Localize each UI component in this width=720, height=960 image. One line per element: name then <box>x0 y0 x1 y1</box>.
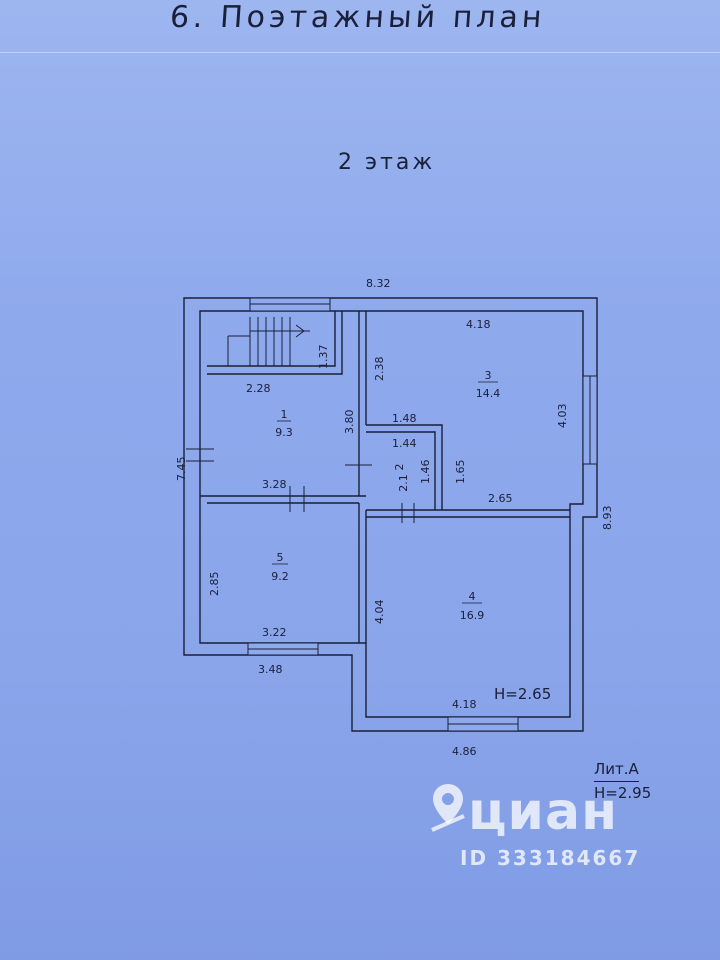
room-1-area: 9.3 <box>275 426 293 439</box>
dim-380: 3.80 <box>343 410 356 435</box>
dim-148: 1.48 <box>392 412 417 425</box>
stair-wall <box>207 311 336 367</box>
watermark-brand: циан <box>468 782 618 842</box>
room-4-number: 4 <box>469 590 476 603</box>
dim-165: 1.65 <box>454 460 467 485</box>
dim-404: 4.04 <box>373 600 386 625</box>
floor-label: 2 этаж <box>338 150 436 175</box>
dim-418-top: 4.18 <box>466 318 491 331</box>
dim-238: 2.38 <box>373 357 386 382</box>
dim-overall-depth-left: 7.45 <box>175 457 188 482</box>
room-5-number: 5 <box>277 551 284 564</box>
dim-328: 3.28 <box>262 478 287 491</box>
outer-wall <box>183 297 598 732</box>
dim-265: 2.65 <box>488 492 513 505</box>
room-2-number: 2 <box>393 464 406 471</box>
outer-wall-inner <box>199 310 584 718</box>
room-4-area: 16.9 <box>460 609 485 622</box>
plan-walls <box>183 297 598 732</box>
dim-418-bottom: 4.18 <box>452 698 477 711</box>
dim-285: 2.85 <box>208 572 221 597</box>
staircase <box>227 317 310 366</box>
doors <box>186 448 415 523</box>
dim-403: 4.03 <box>556 404 569 429</box>
location-pin-icon <box>431 784 465 832</box>
lit-stamp: Лит.А H=2.95 <box>594 758 651 804</box>
room-5-area: 9.2 <box>271 570 289 583</box>
room-1-number: 1 <box>281 408 288 421</box>
dim-322: 3.22 <box>262 626 287 639</box>
dim-overall-depth-right: 8.93 <box>601 506 614 531</box>
stair-wall-b <box>207 311 343 375</box>
room-height: H=2.65 <box>494 685 551 703</box>
lit-label: Лит.А <box>594 758 639 782</box>
dimension-labels: 8.32 7.45 8.93 3.48 4.86 4.18 2.38 1.37 … <box>175 277 614 758</box>
lit-height: H=2.95 <box>594 784 652 802</box>
dim-228: 2.28 <box>246 382 271 395</box>
sheet-edge <box>0 52 720 93</box>
dim-146: 1.46 <box>419 460 432 485</box>
dim-144: 1.44 <box>392 437 417 450</box>
dim-137: 1.37 <box>317 345 330 370</box>
room-3-number: 3 <box>485 369 492 382</box>
room2-wall-inner <box>366 431 436 510</box>
room2-wall <box>366 424 443 510</box>
room-labels: 1 9.3 2 2.1 3 14.4 4 16.9 5 9.2 <box>271 369 500 622</box>
room-2-area: 2.1 <box>397 474 410 492</box>
dim-bottom-right: 4.86 <box>452 745 477 758</box>
watermark-id: ID 333184667 <box>460 846 641 870</box>
dim-overall-width: 8.32 <box>366 277 391 290</box>
windows <box>247 297 598 732</box>
room-3-area: 14.4 <box>476 387 501 400</box>
dim-bottom-left: 3.48 <box>258 663 283 676</box>
